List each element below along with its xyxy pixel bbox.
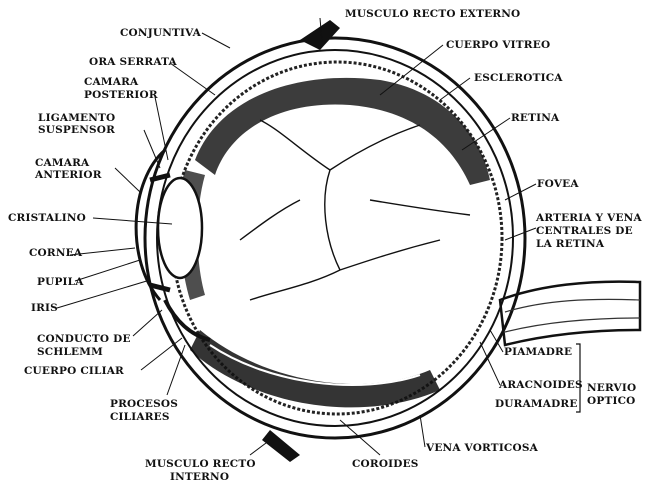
eye-diagram: MUSCULO RECTO EXTERNO CONJUNTIVA CUERPO … bbox=[0, 0, 647, 488]
nerve-bracket bbox=[0, 0, 647, 488]
